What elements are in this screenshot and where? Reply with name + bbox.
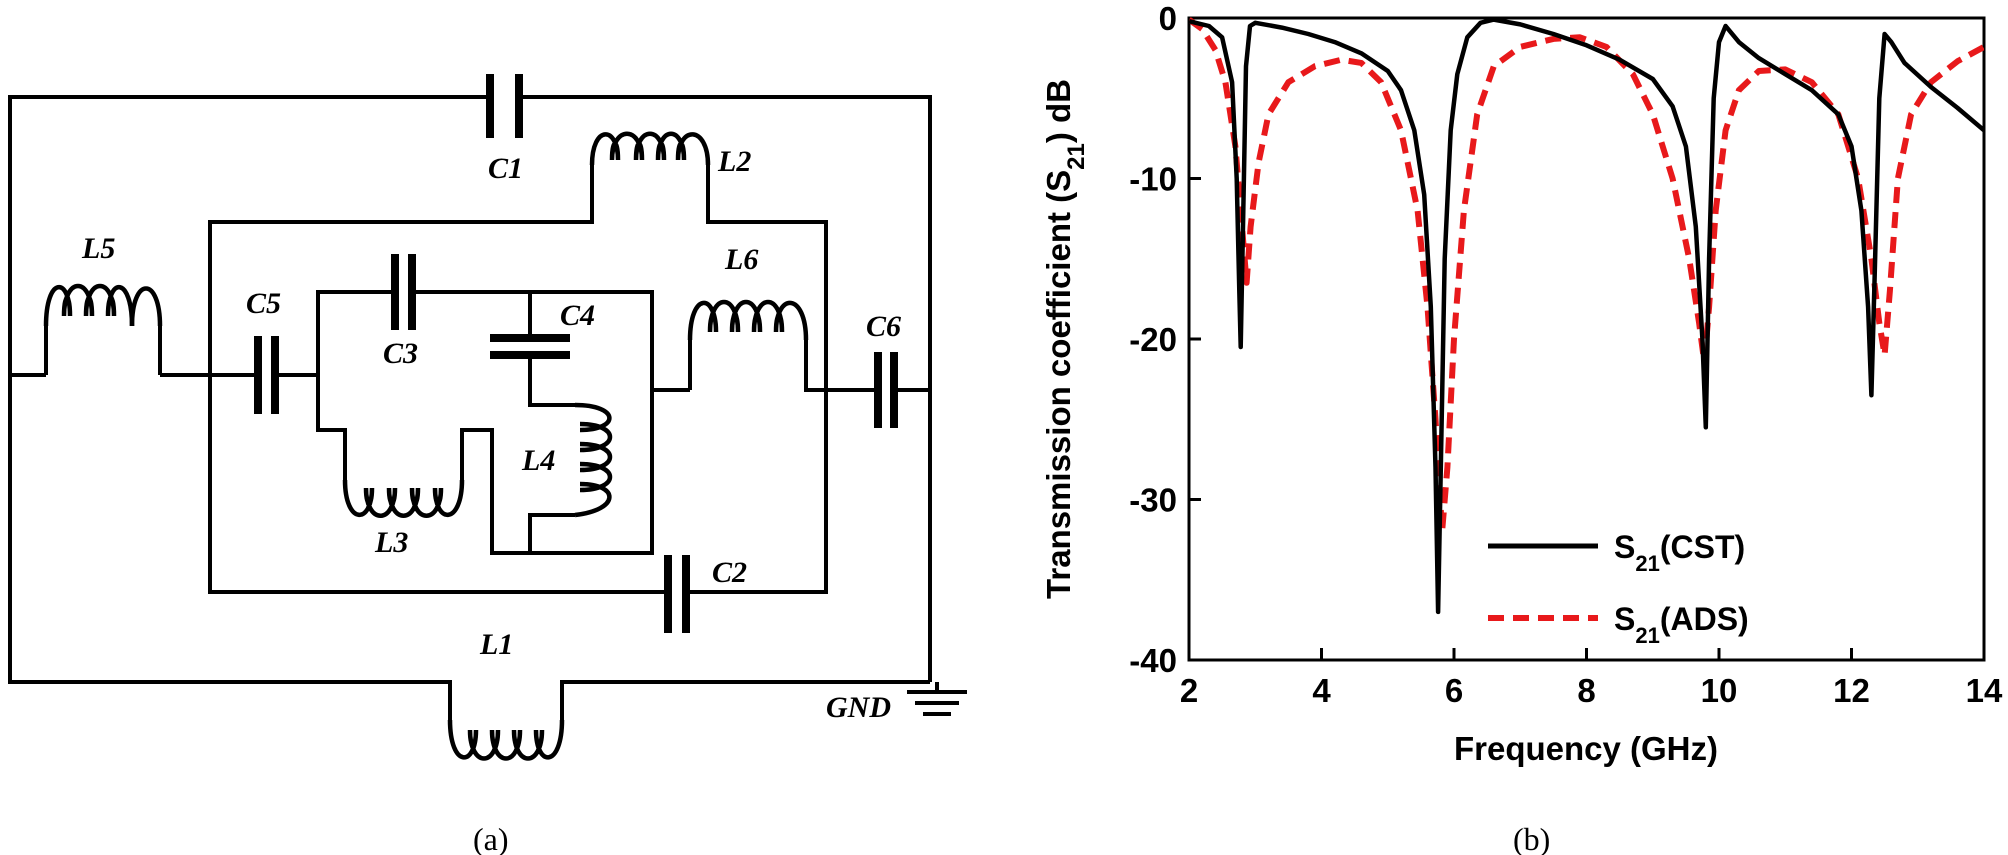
series-line-s21-cst [1189,17,1984,615]
wire-middle-top-right [706,165,828,390]
panel-label-a: (a) [473,821,509,855]
y-tick-label: -30 [1129,482,1177,519]
y-axis-title: Transmission coefficient (S21) dB [1040,79,1090,599]
x-tick-label: 2 [1180,672,1198,709]
label-c1: C1 [488,152,523,185]
label-l4: L4 [521,444,555,477]
ground-icon [907,682,967,716]
plot-frame [1187,16,1986,662]
y-tick-label: -10 [1129,161,1177,198]
y-tick-label: -40 [1129,642,1177,679]
wire-outer-right [519,95,932,682]
label-l6: L6 [724,243,758,276]
y-tick-label: 0 [1159,0,1177,37]
label-l1: L1 [479,628,513,661]
x-tick-label: 4 [1312,672,1331,709]
panel-label-b: (b) [1513,821,1550,855]
inductor-l2 [589,131,711,166]
wire-l3-right [460,390,654,555]
series-layer [1189,17,1984,615]
label-c5: C5 [246,287,281,320]
label-l2: L2 [717,145,751,178]
wire-middle-bottom-right [686,390,828,594]
label-l5: L5 [81,232,115,265]
x-tick-label: 6 [1445,672,1463,709]
label-gnd: GND [826,691,891,724]
wire-bottom-left [8,375,452,720]
wire-middle-bottom [208,375,668,594]
x-tick-label: 12 [1833,672,1870,709]
label-c6: C6 [866,310,901,343]
label-c2: C2 [712,556,747,589]
series-line-s21-ads [1189,17,1984,535]
inductor-l1 [447,719,565,761]
y-ticks: 0 -10 -20 -30 -40 [1129,0,1201,679]
wire-bottom-right [560,680,930,720]
inductor-l3 [342,479,465,518]
inductor-l5 [43,283,163,375]
label-l3: L3 [374,526,408,559]
wire-middle-top-left [208,165,594,375]
circuit-schematic: C1 L2 L5 C5 C3 C4 L6 C6 L4 L3 C2 L1 GND … [8,74,967,855]
x-tick-label: 10 [1701,672,1738,709]
wire-inner-top-left [316,290,395,375]
legend-label-cst: S21(CST) [1614,529,1745,576]
label-c4: C4 [560,299,595,332]
x-tick-label: 8 [1577,672,1595,709]
wire-l3-left [316,375,347,480]
legend: S21(CST) S21(ADS) [1488,529,1749,648]
inductor-l4 [528,402,613,553]
x-axis-title: Frequency (GHz) [1454,730,1718,767]
x-ticks: 2 4 6 8 10 12 14 [1180,648,2003,709]
s21-chart: 2 4 6 8 10 12 14 0 -10 -20 -30 -40 Transmission co… [1040,0,2003,855]
label-c3: C3 [383,337,418,370]
y-tick-label: -20 [1129,321,1177,358]
legend-label-ads: S21(ADS) [1614,601,1749,648]
wire-c4-bottom [528,358,575,407]
x-tick-label: 14 [1966,672,2003,709]
inductor-l6 [687,299,826,392]
